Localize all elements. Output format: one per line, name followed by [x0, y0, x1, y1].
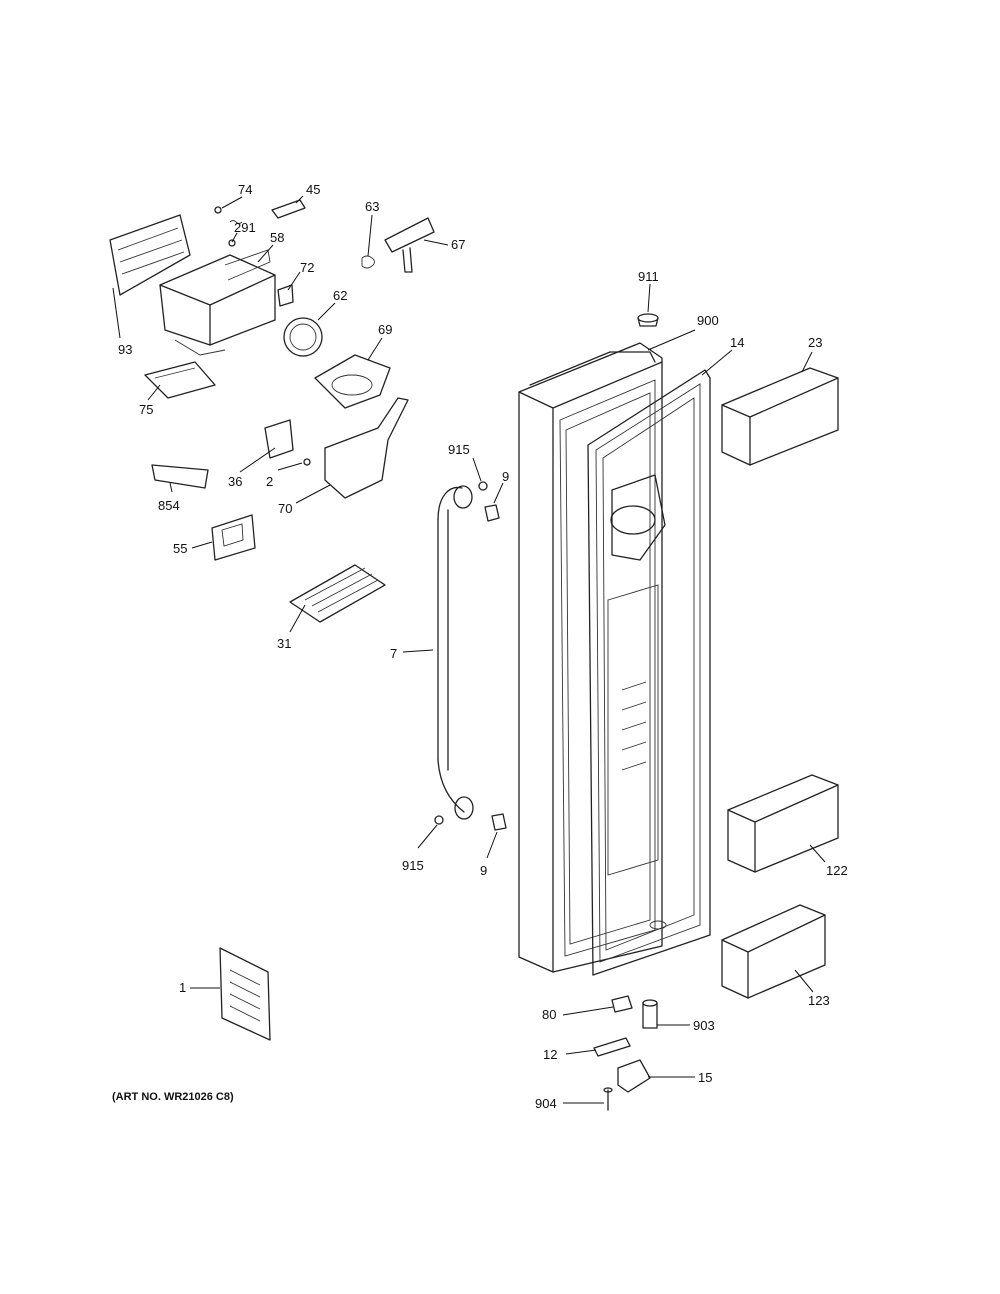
part-36-bracket [264, 419, 294, 459]
label-80: 80 [542, 1007, 556, 1022]
label-9-top: 9 [502, 469, 509, 484]
label-36: 36 [228, 474, 242, 489]
label-915-top: 915 [448, 442, 470, 457]
part-854-harness [151, 464, 209, 489]
label-58: 58 [270, 230, 284, 245]
label-31: 31 [277, 636, 291, 651]
part-1-manual [219, 947, 271, 1041]
label-123: 123 [808, 993, 830, 1008]
part-12-cover [593, 1037, 631, 1057]
label-2: 2 [266, 474, 273, 489]
part-93-panel [109, 214, 191, 296]
label-72: 72 [300, 260, 314, 275]
label-45: 45 [306, 182, 320, 197]
label-70: 70 [278, 501, 292, 516]
label-915-bottom: 915 [402, 858, 424, 873]
label-15: 15 [698, 1070, 712, 1085]
part-904-screw [603, 1087, 613, 1111]
part-15-hinge [617, 1059, 651, 1093]
part-55-switch [211, 514, 256, 561]
part-72-clip [277, 284, 294, 307]
part-911-cap [637, 313, 659, 327]
label-904: 904 [535, 1096, 557, 1111]
part-70-chute [324, 397, 409, 499]
label-69: 69 [378, 322, 392, 337]
part-58-housing [159, 249, 276, 356]
label-122: 122 [826, 863, 848, 878]
door-assembly [518, 342, 711, 976]
label-74: 74 [238, 182, 252, 197]
label-900: 900 [697, 313, 719, 328]
part-69-funnel [314, 354, 391, 409]
label-911: 911 [638, 269, 659, 284]
part-2-screw [303, 458, 311, 466]
label-23: 23 [808, 335, 822, 350]
part-63-spring [361, 255, 375, 269]
label-903: 903 [693, 1018, 715, 1033]
part-9-fitting [484, 504, 507, 831]
label-62: 62 [333, 288, 347, 303]
part-80-bushing [611, 995, 633, 1013]
label-55: 55 [173, 541, 187, 556]
label-1: 1 [179, 980, 186, 995]
part-7-tube [437, 485, 474, 820]
part-291-spring [228, 220, 243, 247]
label-12: 12 [543, 1047, 557, 1062]
label-63: 63 [365, 199, 379, 214]
label-93: 93 [118, 342, 132, 357]
art-number: (ART NO. WR21026 C8) [112, 1091, 234, 1103]
part-23-bin [721, 367, 839, 466]
label-75: 75 [139, 402, 153, 417]
part-67-lever [384, 217, 435, 273]
part-31-grille [289, 564, 386, 623]
part-62-ring [283, 317, 323, 357]
part-903-pin [642, 999, 658, 1029]
label-67: 67 [451, 237, 465, 252]
label-291: 291 [234, 220, 256, 235]
callout-labels: 74 45 291 63 67 58 72 93 62 69 75 911 90… [118, 182, 848, 1111]
part-75-tray [144, 361, 216, 399]
part-45-bracket [271, 199, 306, 219]
part-915-nut [434, 481, 488, 825]
label-9-bottom: 9 [480, 863, 487, 878]
label-854: 854 [158, 498, 180, 513]
part-122-bin [727, 774, 839, 873]
label-14: 14 [730, 335, 744, 350]
part-123-bin [721, 904, 826, 999]
part-74-screw [214, 206, 222, 214]
label-7: 7 [390, 646, 397, 661]
leader-lines [112, 195, 826, 1104]
